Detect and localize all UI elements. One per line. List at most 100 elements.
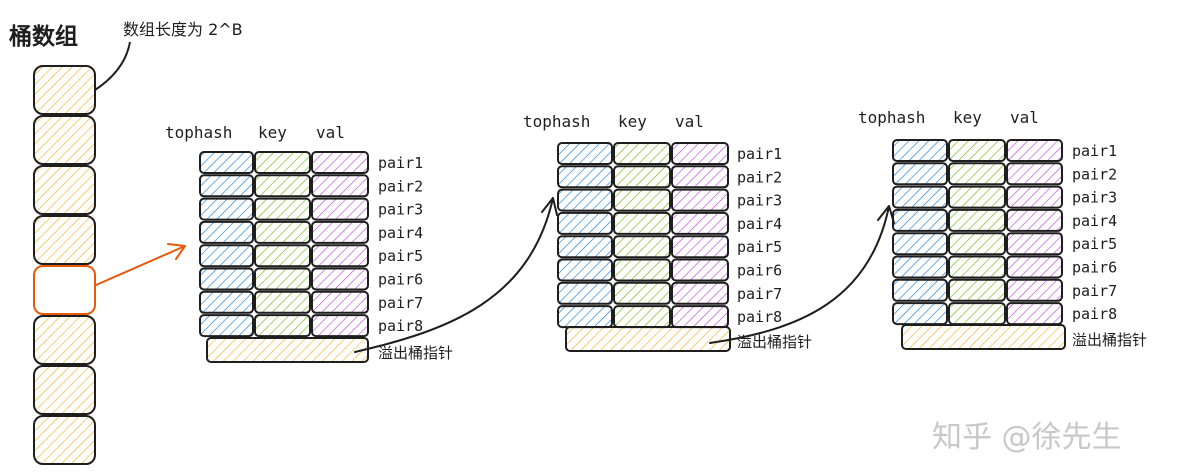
- pair-label: pair8: [378, 317, 423, 335]
- val-cell: [311, 290, 369, 314]
- pair-label: pair5: [1072, 235, 1117, 253]
- pair-label: pair3: [737, 192, 782, 210]
- val-cell: [1006, 255, 1063, 279]
- annotation-pointer-line: [94, 41, 131, 91]
- val-cell: [311, 267, 369, 291]
- column-header-tophash: tophash: [858, 108, 925, 127]
- key-cell: [254, 174, 311, 198]
- key-cell: [948, 162, 1006, 186]
- column-header-key: key: [258, 123, 287, 142]
- pair-label: pair4: [737, 215, 782, 233]
- tophash-cell: [892, 185, 948, 209]
- key-cell: [254, 314, 311, 338]
- key-cell: [254, 267, 311, 291]
- key-cell: [254, 151, 311, 174]
- pair-label: pair8: [1072, 305, 1117, 323]
- key-cell: [613, 188, 671, 212]
- key-cell: [254, 244, 311, 268]
- pair-label: pair5: [378, 247, 423, 265]
- overflow-arrow-2: [709, 205, 895, 344]
- pair-label: pair7: [1072, 282, 1117, 300]
- key-cell: [948, 232, 1006, 256]
- pair-label: pair4: [378, 224, 423, 242]
- tophash-cell: [892, 278, 948, 302]
- tophash-cell: [199, 314, 254, 338]
- key-cell: [254, 220, 311, 244]
- tophash-cell: [557, 188, 613, 212]
- column-header-tophash: tophash: [165, 123, 232, 142]
- bucket-array-slot-highlighted: [33, 265, 96, 315]
- key-cell: [254, 197, 311, 221]
- val-cell: [311, 244, 369, 268]
- tophash-cell: [557, 165, 613, 189]
- column-header-val: val: [675, 112, 704, 131]
- tophash-cell: [557, 235, 613, 259]
- pair-label: pair2: [1072, 165, 1117, 183]
- tophash-cell: [557, 142, 613, 165]
- key-cell: [613, 235, 671, 259]
- key-cell: [948, 208, 1006, 232]
- tophash-cell: [557, 211, 613, 235]
- bucket-array-slot: [33, 115, 96, 165]
- tophash-cell: [892, 232, 948, 256]
- tophash-cell: [892, 208, 948, 232]
- overflow-pointer-cell: [206, 337, 369, 363]
- column-header-key: key: [953, 108, 982, 127]
- pair-label: pair2: [378, 177, 423, 195]
- highlight-arrow: [95, 243, 186, 286]
- column-header-key: key: [618, 112, 647, 131]
- val-cell: [1006, 185, 1063, 209]
- diagram-title: 桶数组: [9, 24, 78, 50]
- tophash-cell: [892, 255, 948, 279]
- val-cell: [671, 305, 729, 329]
- column-header-tophash: tophash: [523, 112, 590, 131]
- pair-label: pair6: [1072, 259, 1117, 277]
- tophash-cell: [199, 174, 254, 198]
- bucket-array-slot: [33, 215, 96, 265]
- overflow-pointer-cell: [565, 326, 731, 352]
- val-cell: [671, 281, 729, 305]
- key-cell: [613, 305, 671, 329]
- val-cell: [311, 314, 369, 338]
- val-cell: [1006, 208, 1063, 232]
- overflow-pointer-label: 溢出桶指针: [378, 344, 453, 362]
- pair-label: pair1: [378, 154, 423, 172]
- pair-label: pair3: [378, 201, 423, 219]
- tophash-cell: [892, 139, 948, 162]
- pair-label: pair2: [737, 168, 782, 186]
- array-length-note: 数组长度为 2^B: [123, 20, 243, 39]
- bucket-array-slot: [33, 415, 96, 465]
- pair-label: pair5: [737, 238, 782, 256]
- val-cell: [671, 235, 729, 259]
- key-cell: [613, 281, 671, 305]
- bucket-1: tophash key val pair1 pair2 pair3 pair4 pair5 pa…: [165, 123, 453, 363]
- tophash-cell: [557, 305, 613, 329]
- val-cell: [1006, 278, 1063, 302]
- key-cell: [948, 139, 1006, 162]
- val-cell: [311, 197, 369, 221]
- overflow-pointer-label: 溢出桶指针: [737, 333, 812, 351]
- pair-label: pair7: [378, 294, 423, 312]
- pair-label: pair1: [1072, 142, 1117, 160]
- pair-label: pair4: [1072, 212, 1117, 230]
- key-cell: [613, 142, 671, 165]
- tophash-cell: [199, 197, 254, 221]
- pair-label: pair3: [1072, 189, 1117, 207]
- val-cell: [671, 258, 729, 282]
- overflow-pointer-label: 溢出桶指针: [1072, 331, 1147, 349]
- val-cell: [671, 188, 729, 212]
- bucket-array-slot: [33, 165, 96, 215]
- key-cell: [613, 258, 671, 282]
- val-cell: [311, 220, 369, 244]
- key-cell: [948, 185, 1006, 209]
- pair-label: pair6: [737, 262, 782, 280]
- tophash-cell: [199, 151, 254, 174]
- val-cell: [671, 142, 729, 165]
- bucket-array-slot: [33, 365, 96, 415]
- key-cell: [254, 290, 311, 314]
- column-header-val: val: [316, 123, 345, 142]
- tophash-cell: [199, 244, 254, 268]
